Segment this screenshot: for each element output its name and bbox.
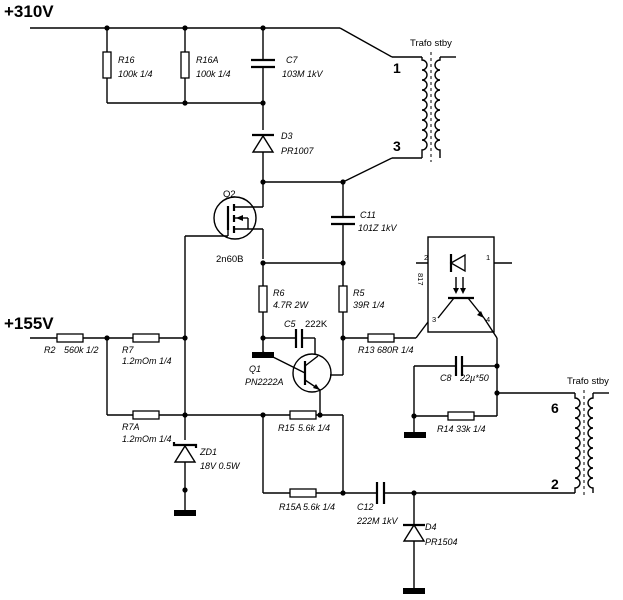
mv-rail: +155V R2 560k 1/2	[4, 314, 110, 355]
c8-value: 22µ*50	[459, 373, 489, 383]
capacitor-c11: C11 101Z 1kV	[331, 182, 398, 263]
r16a-value: 100k 1/4	[196, 69, 231, 79]
r16-ref: R16	[118, 55, 135, 65]
resistor-r15: R15 5.6k 1/4	[185, 410, 343, 433]
opto-pin-2: 2	[424, 253, 428, 262]
r14-ref: R14	[437, 424, 454, 434]
r7-ref: R7	[122, 345, 134, 355]
trafo-pin-3: 3	[393, 138, 401, 154]
d3-ref: D3	[281, 131, 293, 141]
opto-pin-1: 1	[486, 253, 490, 262]
zener-zd1: ZD1 18V 0.5W	[172, 442, 241, 516]
capacitor-c8: C8 22µ*50	[404, 338, 575, 438]
r7a-ref: R7A	[122, 422, 140, 432]
q2-value: 2n60B	[216, 254, 243, 265]
trafo-pin-6: 6	[551, 400, 559, 416]
trafo-pin-2: 2	[551, 476, 559, 492]
r14-value: 33k 1/4	[456, 424, 486, 434]
diode-d4: D4 PR1504	[402, 493, 458, 594]
d4-ref: D4	[425, 522, 437, 532]
rail-label-155v: +155V	[4, 314, 54, 333]
c8-ref: C8	[440, 373, 452, 383]
r16-value: 100k 1/4	[118, 69, 153, 79]
zd1-value: 18V 0.5W	[200, 461, 241, 471]
r5-ref: R5	[353, 288, 365, 298]
resistor-r14: R14 33k 1/4	[411, 411, 497, 434]
r7-value: 1.2mOm 1/4	[122, 356, 172, 366]
trafo-pin-1: 1	[393, 60, 401, 76]
transformer-bottom: Trafo stby 6 2	[551, 376, 609, 498]
r7a-value: 1.2mOm 1/4	[122, 434, 172, 444]
transistor-q1: Q1 PN2222A	[245, 351, 343, 415]
capacitor-c7: C7 103M 1kV	[251, 28, 324, 130]
r15-value: 5.6k 1/4	[298, 423, 330, 433]
r6-value: 4.7R 2W	[273, 300, 310, 310]
c5-value: 222K	[305, 319, 328, 330]
optocoupler-817: 2 1 3 4 817	[416, 236, 512, 339]
r15a-ref: R15A	[279, 502, 302, 512]
r2-ref: R2	[44, 345, 56, 355]
transformer-top: Trafo stby 1 3	[393, 38, 456, 162]
resistor-r16: R16 100k 1/4	[102, 28, 153, 103]
r13-ref: R13	[358, 345, 375, 355]
trafo-top-label: Trafo stby	[410, 38, 452, 49]
c12-ref: C12	[357, 502, 374, 512]
r15-ref: R15	[278, 423, 296, 433]
q1-ref: Q1	[249, 364, 261, 374]
c12-value: 222M 1kV	[356, 516, 399, 526]
d3-value: PR1007	[281, 146, 315, 156]
resistor-r6: R6 4.7R 2W	[252, 263, 310, 358]
diode-d3: D3 PR1007	[251, 131, 315, 182]
r15a-value: 5.6k 1/4	[303, 502, 335, 512]
r6-ref: R6	[273, 288, 285, 298]
resistor-r7a: R7A 1.2mOm 1/4	[106, 338, 185, 444]
c11-value: 101Z 1kV	[358, 223, 398, 233]
resistor-r5: R5 39R 1/4	[338, 263, 385, 375]
hv-rail: +310V	[4, 2, 422, 58]
opto-pin-4: 4	[486, 315, 490, 324]
resistor-r15a: R15A 5.6k 1/4	[262, 415, 346, 512]
capacitor-c12: C12 222M 1kV	[343, 482, 575, 526]
r5-value: 39R 1/4	[353, 300, 385, 310]
source-node	[260, 260, 346, 266]
r16a-ref: R16A	[196, 55, 219, 65]
drain-node	[260, 157, 422, 185]
resistor-r13: R13 680R 1/4	[340, 321, 429, 355]
opto-ref: 817	[416, 273, 425, 286]
mosfet-q2: Q2 2n60B	[185, 182, 264, 265]
resistor-r7: R7 1.2mOm 1/4	[107, 333, 188, 366]
trafo-bottom-label: Trafo stby	[567, 376, 609, 387]
q2-ref: Q2	[223, 189, 236, 200]
c7-value: 103M 1kV	[282, 69, 324, 79]
c11-ref: C11	[360, 210, 376, 220]
q1-value: PN2222A	[245, 377, 284, 387]
r13-value: 680R 1/4	[377, 345, 414, 355]
c5-ref: C5	[284, 319, 296, 329]
rail-label-310v: +310V	[4, 2, 54, 21]
r2-value: 560k 1/2	[64, 345, 99, 355]
capacitor-c5: C5 222K	[260, 319, 328, 356]
c7-ref: C7	[286, 55, 298, 65]
opto-pin-3: 3	[432, 315, 436, 324]
resistor-r16a: R16A 100k 1/4	[107, 28, 266, 106]
zd1-ref: ZD1	[199, 447, 217, 457]
d4-value: PR1504	[425, 537, 458, 547]
